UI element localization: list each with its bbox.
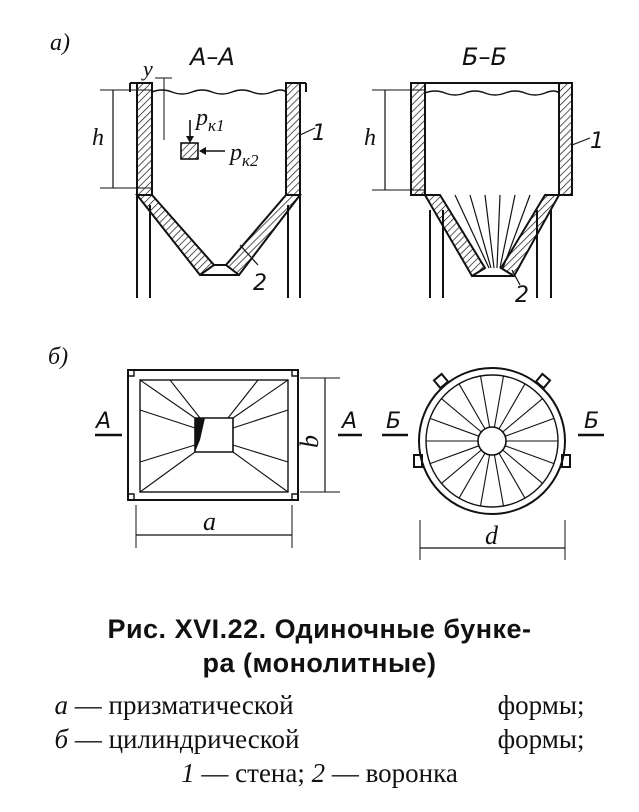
cyl-wall-right [558,82,573,196]
radial-rib [458,383,486,430]
plan-circle [382,367,604,560]
radial-rib [505,417,555,437]
radial-rib [498,452,526,499]
panel-b-label: б) [48,344,68,370]
radial-rib [493,454,505,507]
cut-b-right: Б [584,409,599,434]
caption-text-wall: — стена; [201,758,305,788]
radial-rib [479,375,491,428]
wall-left [136,82,153,196]
wall-right [285,82,301,196]
pk2-label: pк2 [228,140,259,170]
pressure-element [180,142,199,160]
material-surface [151,89,287,95]
radial-rib [502,398,543,433]
cyl-wall-left [410,82,426,196]
caption-letter-b: б [54,724,69,754]
dim-b-label: b [295,435,324,448]
cyl-funnel-left [423,194,487,278]
caption-end-b: формы; [497,724,585,754]
radial-rib [479,454,491,507]
panel-a-label: а) [50,30,70,56]
caption-line-b: б — цилиндрической формы; [55,722,585,756]
callout-1-aa: 1 [312,121,326,146]
dim-a-label: a [203,507,216,536]
radial-rib [441,398,482,433]
radial-rib [458,452,486,499]
section-bb-drawing [372,82,591,298]
plan-circle-outlet [477,426,507,456]
radial-rib [441,449,482,484]
funnel-left [134,194,216,277]
caption-title-line2: ра (монолитные) [202,648,437,678]
caption-text-funnel: — воронка [331,758,458,788]
radial-rib [429,445,479,465]
caption-end-a: формы; [497,690,585,720]
dim-d-label: d [485,521,499,550]
callout-2-bb: 2 [515,283,529,308]
caption-num-2: 2 [311,758,326,788]
figure-caption: Рис. XVI.22. Одиночные бунке- ра (моноли… [0,612,639,790]
radial-rib [505,445,555,465]
callout-1-bb: 1 [590,129,604,154]
radial-rib [493,375,505,428]
cut-a-left: А [94,409,111,434]
radial-rib [498,383,526,430]
caption-line-3: 1 — стена; 2 — воронка [0,756,639,790]
callout-2-aa: 2 [253,271,267,296]
radial-rib [429,417,479,437]
caption-text-a: — призматической [74,690,294,720]
dim-h-label-aa: h [92,125,104,151]
section-bb-title: Б–Б [462,43,507,71]
section-aa-drawing [100,77,316,298]
radial-rib [502,449,543,484]
caption-text-b: — цилиндрической [74,724,300,754]
dim-h-label-bb: h [364,125,376,151]
caption-title-line1: Рис. XVI.22. Одиночные бунке- [107,614,532,644]
plan-square [95,369,362,548]
cut-a-right: А [340,409,357,434]
bunker-drawing: а) А–А Б–Б h h y pк1 pк2 1 2 1 2 б) А А … [48,30,604,560]
material-surface-bb [424,90,560,96]
caption-line-a: а — призматической формы; [55,688,585,722]
pk1-label: pк1 [194,105,224,135]
section-aa-title: А–А [188,43,235,71]
cut-b-left: Б [386,409,401,434]
caption-letter-a: а [54,690,69,720]
dim-y-label: y [141,56,153,81]
caption-num-1: 1 [181,758,195,788]
